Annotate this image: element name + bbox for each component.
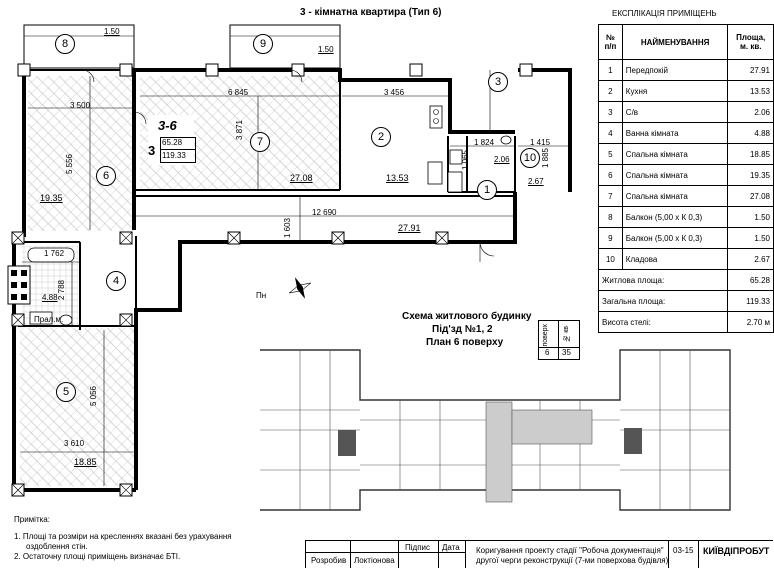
room-number-4: 4 bbox=[106, 271, 126, 291]
scheme-corridor bbox=[485, 401, 513, 503]
scheme-floor: 6 bbox=[545, 348, 550, 357]
compass-label: Пн bbox=[256, 291, 267, 300]
tb-date: Дата bbox=[442, 543, 460, 552]
room-number-2: 2 bbox=[371, 127, 391, 147]
room-number-1: 1 bbox=[477, 180, 497, 200]
tb-desc-1: Коригування проекту стадії "Робоча докум… bbox=[476, 546, 664, 555]
room-area-3: 2.06 bbox=[494, 155, 510, 164]
building-scheme bbox=[260, 349, 731, 511]
dim-1065: 1 065 bbox=[461, 149, 471, 171]
room-number-6: 6 bbox=[96, 166, 116, 186]
apartment-plan bbox=[7, 24, 572, 497]
note-line-1b: оздоблення стін. bbox=[26, 542, 88, 551]
dim-2788: 2 788 bbox=[57, 279, 67, 301]
scheme-title-1: Схема житлового будинку bbox=[402, 311, 532, 322]
dim-5556: 5 556 bbox=[65, 153, 75, 175]
dim-1824: 1 824 bbox=[474, 138, 495, 147]
room-6-floor bbox=[28, 76, 134, 231]
room-5-floor bbox=[20, 328, 136, 486]
tb-org: КИЇВДІПРОБУТ bbox=[703, 546, 770, 556]
tb-role: Розробив bbox=[311, 556, 347, 565]
scheme-apartment-highlight bbox=[511, 409, 593, 445]
scheme-apt: 35 bbox=[562, 348, 571, 357]
room-number-3: 3 bbox=[488, 72, 508, 92]
scheme-title-3: План 6 поверху bbox=[426, 337, 504, 348]
room-number-10: 10 bbox=[520, 148, 540, 168]
balcony-8 bbox=[23, 24, 135, 69]
explication-title: ЕКСПЛІКАЦІЯ ПРИМІЩЕНЬ bbox=[612, 9, 717, 18]
room-number-7: 7 bbox=[250, 132, 270, 152]
scheme-title-2: Під'зд №1, 2 bbox=[432, 324, 493, 335]
badge-rooms: 3 bbox=[148, 143, 156, 158]
room-number-5: 5 bbox=[56, 382, 76, 402]
dim-3610: 3 610 bbox=[64, 439, 85, 448]
table-row: Висота стелі:2.70 м bbox=[597, 311, 774, 333]
note-title: Примітка: bbox=[14, 515, 50, 524]
dim-1885: 1 885 bbox=[541, 147, 551, 169]
room-area-10: 2.67 bbox=[528, 177, 544, 186]
dim-1762: 1 762 bbox=[44, 249, 65, 258]
note-line-2: 2. Остаточну площі приміщень визначає БТ… bbox=[14, 552, 181, 561]
room-area-2: 13.53 bbox=[386, 173, 409, 183]
table-row: Житлова площа:65.28 bbox=[597, 269, 774, 291]
room-area-9: 1.50 bbox=[318, 45, 334, 54]
col-area: Площа, м. кв. bbox=[727, 24, 774, 60]
dim-3500: 3 500 bbox=[70, 101, 91, 110]
scheme-legend: поверх № кв 6 35 bbox=[538, 320, 580, 360]
dim-3871: 3 871 bbox=[235, 119, 245, 141]
tb-desc-2: другої черги реконструкції (7-ми поверхо… bbox=[476, 556, 669, 565]
room-number-8: 8 bbox=[55, 34, 75, 54]
badge-living: 65.28 bbox=[162, 138, 183, 147]
col-num: № п/п bbox=[598, 24, 623, 60]
apartment-badge: 3-6 3 65.28 119.33 bbox=[148, 115, 196, 165]
table-row: Загальна площа:119.33 bbox=[597, 290, 774, 312]
room-area-1: 27.91 bbox=[398, 223, 421, 233]
badge-type: 3-6 bbox=[158, 118, 177, 133]
laundry-label: Прал.м. bbox=[34, 315, 64, 324]
dim-1415: 1 415 bbox=[530, 138, 551, 147]
dim-12690: 12 690 bbox=[312, 208, 337, 217]
tb-name: Локтіонова bbox=[354, 556, 395, 565]
room-number-9: 9 bbox=[253, 34, 273, 54]
col-name: НАЙМЕНУВАННЯ bbox=[621, 24, 729, 60]
dim-6845: 6 845 bbox=[228, 88, 249, 97]
tb-sign: Підпис bbox=[405, 543, 430, 552]
room-area-6: 19.35 bbox=[40, 193, 63, 203]
dim-5056: 5 056 bbox=[89, 385, 99, 407]
room-area-7: 27.08 bbox=[290, 173, 313, 183]
badge-total: 119.33 bbox=[162, 151, 186, 160]
room-area-4: 4.88 bbox=[42, 293, 58, 302]
note-line-1: 1. Площі та розміри на кресленнях вказан… bbox=[14, 532, 232, 541]
tb-code: 03-15 bbox=[673, 546, 694, 555]
dim-3456: 3 456 bbox=[384, 88, 405, 97]
room-area-8: 1.50 bbox=[104, 27, 120, 36]
page-title: 3 - кімнатна квартира (Тип 6) bbox=[300, 7, 442, 18]
dim-1603: 1 603 bbox=[283, 217, 293, 239]
room-area-5: 18.85 bbox=[74, 457, 97, 467]
